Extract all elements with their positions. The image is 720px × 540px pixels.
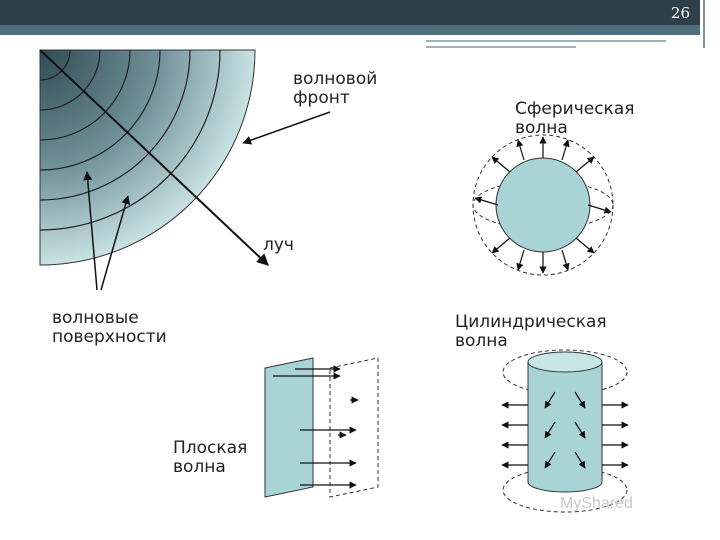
spherical-wave-label: Сферическая волна	[515, 99, 635, 138]
ray-label: луч	[263, 235, 294, 255]
surface-pointer-1	[83, 171, 98, 291]
cylindrical-wave-figure	[501, 349, 629, 513]
header-underline	[426, 40, 666, 42]
ray-arrow	[39, 49, 269, 266]
quarter-wavefront-region	[39, 49, 256, 266]
spherical-wave-figure	[472, 134, 614, 276]
watermark-logo: MyShared	[560, 495, 633, 512]
header-underline-short	[426, 46, 576, 48]
right-margin	[700, 0, 720, 540]
page-number: 26	[670, 4, 690, 22]
plane-wave-label: Плоская волна	[173, 438, 248, 477]
cylindrical-wave-label: Цилиндрическая волна	[455, 312, 607, 351]
wavefront-pointer	[242, 111, 331, 145]
plane-wave-figure	[264, 357, 379, 498]
surface-pointer-2	[100, 195, 131, 291]
header-accent-bar	[0, 25, 700, 35]
top-header-bar	[0, 0, 700, 25]
wavefront-label: волновой фронт	[293, 69, 378, 108]
wave-surfaces-label: волновые поверхности	[52, 308, 167, 347]
